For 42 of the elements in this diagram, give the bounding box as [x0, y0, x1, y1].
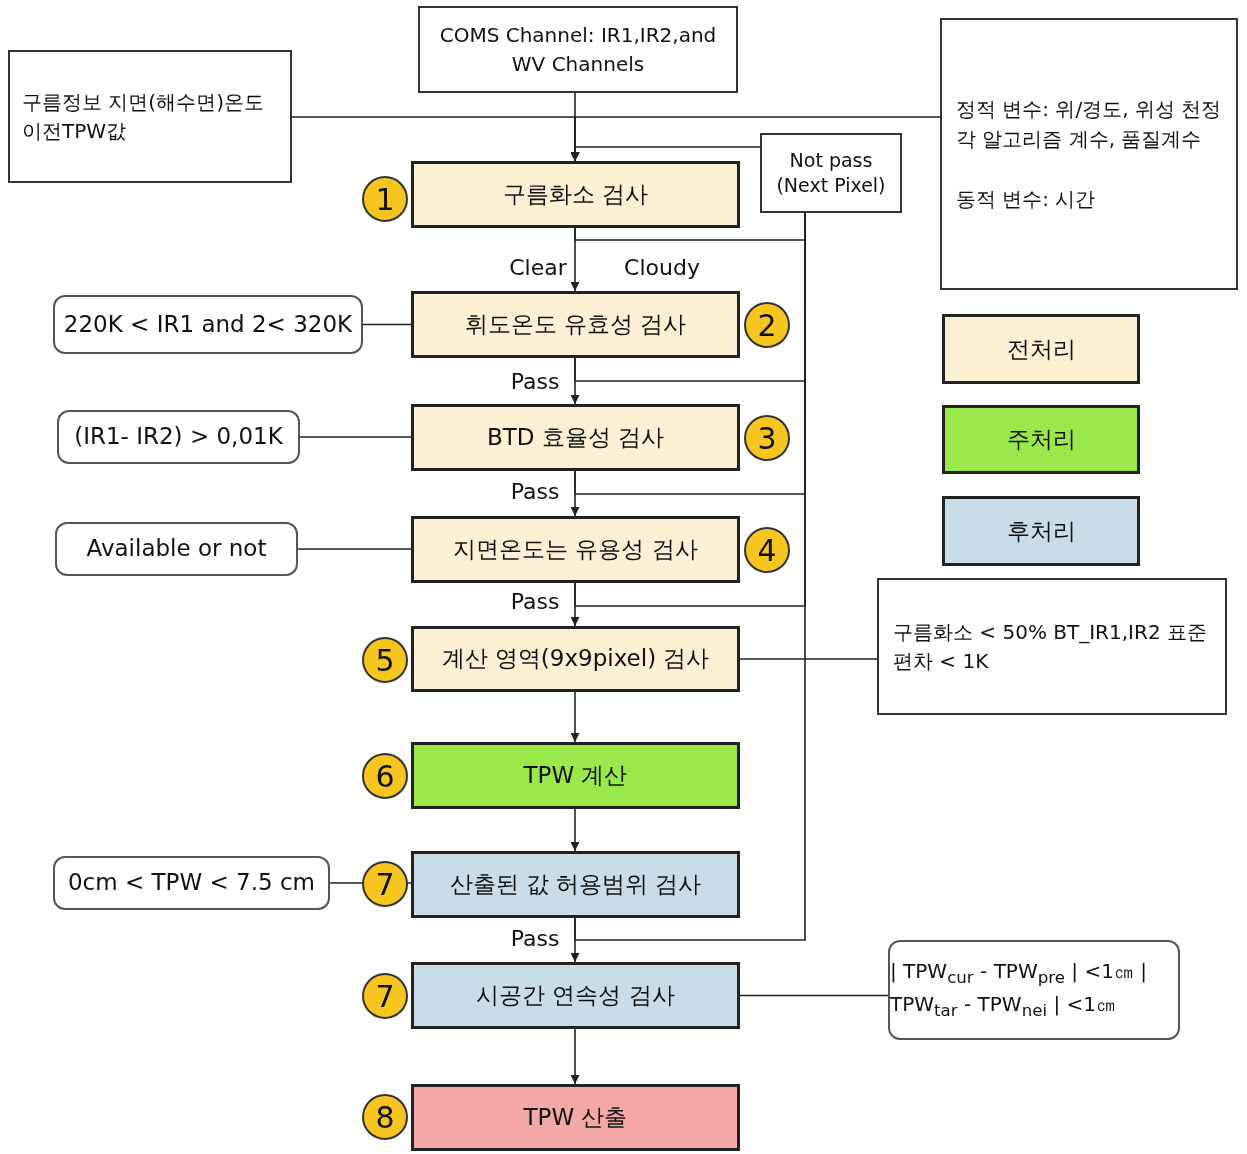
step-number: 1	[362, 176, 408, 222]
process-box: 구름화소 검사	[411, 161, 740, 228]
legend-item: 주처리	[942, 405, 1140, 474]
process-box: BTD 효율성 검사	[411, 404, 740, 471]
legend-item: 후처리	[942, 496, 1140, 566]
step-number: 4	[744, 527, 790, 573]
condition-box: Available or not	[55, 522, 298, 576]
condition-box: 220K < IR1 and 2< 320K	[53, 295, 363, 354]
process-box: 시공간 연속성 검사	[411, 962, 740, 1029]
process-box: 지면온도는 유용성 검사	[411, 516, 740, 583]
process-box: 계산 영역(9x9pixel) 검사	[411, 626, 740, 692]
process-box: 휘도온도 유효성 검사	[411, 291, 740, 358]
connector-line	[362, 323, 412, 326]
connector-line	[299, 436, 412, 438]
condition-box: 구름화소 < 50% BT_IR1,IR2 표준편차 < 1K	[877, 578, 1227, 715]
step-number: 6	[362, 753, 408, 799]
arrow	[570, 691, 580, 743]
condition-box: | TPW$_{cur}$ - TPW$_{pre}$ | <1㎝ | TPW$_{tar}$ - TPW$_{nei}$ | <1㎝	[888, 940, 1180, 1040]
box-text: 동적 변수: 시간	[956, 186, 1097, 213]
step-number: 8	[362, 1094, 408, 1140]
process-box: 산출된 값 허용범위 검사	[411, 851, 740, 918]
step-number: 5	[362, 637, 408, 683]
step-number: 7	[362, 973, 408, 1019]
condition-box: 0cm < TPW < 7.5 cm	[53, 856, 330, 910]
arrow	[570, 1028, 580, 1085]
connector-line	[739, 658, 878, 660]
variables-box	[940, 18, 1238, 290]
step-number: 3	[744, 415, 790, 461]
arrow	[570, 808, 580, 852]
not-pass-box: Not pass (Next Pixel)	[760, 133, 902, 213]
process-box: TPW 계산	[411, 742, 740, 809]
legend-item: 전처리	[942, 314, 1140, 384]
connector-line	[739, 994, 889, 997]
step-number: 2	[744, 302, 790, 348]
input-box: COMS Channel: IR1,IR2,and WV Channels	[418, 6, 738, 93]
process-box: TPW 산출	[411, 1084, 740, 1151]
step-number: 7	[362, 861, 408, 907]
connector-line	[297, 548, 412, 550]
input-box: 구름정보 지면(해수면)온도 이전TPW값	[8, 50, 292, 183]
box-text: 정적 변수: 위/경도, 위성 천정각 알고리즘 계수, 품질계수	[956, 96, 1222, 153]
arrow	[570, 146, 761, 162]
condition-box: (IR1- IR2) > 0,01K	[57, 410, 300, 464]
